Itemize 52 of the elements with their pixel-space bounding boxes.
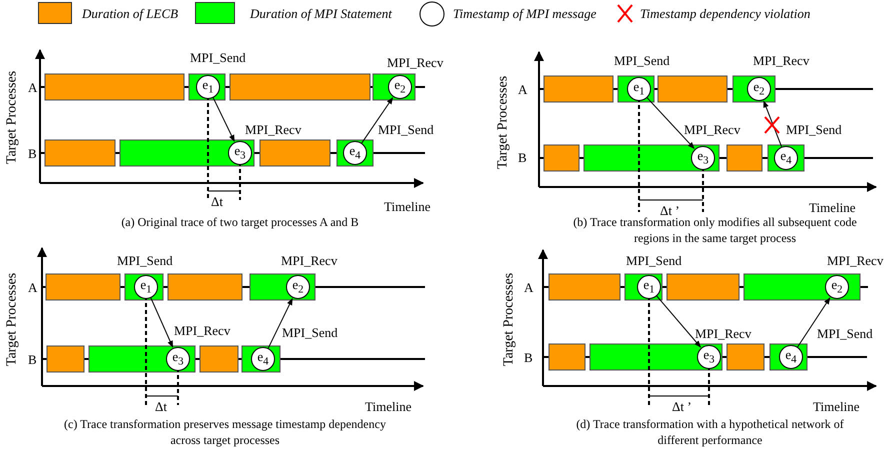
- message-type-label: MPI_Send: [614, 53, 670, 68]
- process-label: B: [28, 352, 37, 367]
- axis-title: Target Processes: [496, 74, 510, 172]
- message-type-label: MPI_Recv: [827, 253, 884, 268]
- interval-label: Δt: [155, 399, 167, 414]
- message-type-label: MPI_Send: [117, 253, 173, 268]
- panel-caption: (c) Trace transformation preserves message timestamp dependency across target processes: [63, 416, 387, 448]
- legend-label: Duration of LECB: [82, 6, 178, 21]
- message-arrow: [361, 97, 394, 144]
- message-type-label: MPI_Recv: [695, 326, 752, 341]
- interval-label: Δt ’: [672, 399, 692, 414]
- legend-label: Duration of MPI Statement: [250, 6, 392, 21]
- message-type-label: MPI_Send: [378, 122, 434, 137]
- process-label: A: [28, 80, 38, 95]
- process-label: B: [28, 146, 37, 161]
- panel-caption: (a) Original trace of two target processes A and B: [120, 214, 360, 230]
- message-type-label: MPI_Recv: [245, 122, 302, 137]
- process-label: A: [518, 82, 528, 97]
- message-type-label: MPI_Send: [626, 253, 682, 268]
- message-type-label: MPI_Send: [817, 326, 873, 341]
- message-arrow: [268, 298, 293, 349]
- message-type-label: MPI_Recv: [387, 55, 444, 70]
- interval-label: Δt: [211, 194, 223, 209]
- message-type-label: MPI_Send: [786, 122, 842, 137]
- message-arrow: [212, 97, 235, 142]
- interval-label: Δt ’: [660, 203, 680, 218]
- process-label: A: [28, 280, 38, 295]
- legend-label: Timestamp dependency violation: [640, 6, 810, 21]
- message-type-label: MPI_Recv: [684, 122, 740, 137]
- axis-title: Timeline: [365, 399, 412, 414]
- message-type-label: MPI_Recv: [281, 253, 338, 268]
- process-label: B: [518, 150, 527, 165]
- panel-caption: (b) Trace transformation only modifies all subsequent code regions in the same target process: [572, 215, 858, 246]
- axis-title: Target Processes: [4, 272, 20, 368]
- process-label: B: [524, 350, 533, 365]
- axis-title: Timeline: [809, 200, 856, 215]
- message-type-label: MPI_Recv: [753, 53, 810, 68]
- panel-caption: (d) Trace transformation with a hypothetical network of different performance: [575, 416, 845, 448]
- message-arrow: [656, 296, 702, 348]
- process-label: A: [524, 280, 534, 295]
- axis-title: Target Processes: [4, 70, 20, 166]
- message-arrow: [150, 297, 174, 348]
- message-type-label: MPI_Send: [190, 50, 246, 65]
- legend-label: Timestamp of MPI message: [453, 6, 596, 21]
- message-arrow: [763, 100, 782, 148]
- message-arrow: [797, 297, 830, 348]
- message-type-label: MPI_Recv: [174, 323, 230, 338]
- message-type-label: MPI_Send: [282, 325, 338, 340]
- axis-title: Timeline: [813, 399, 860, 414]
- axis-title: Target Processes: [502, 272, 516, 368]
- axis-title: Timeline: [384, 199, 430, 214]
- message-arrow: [646, 97, 695, 149]
